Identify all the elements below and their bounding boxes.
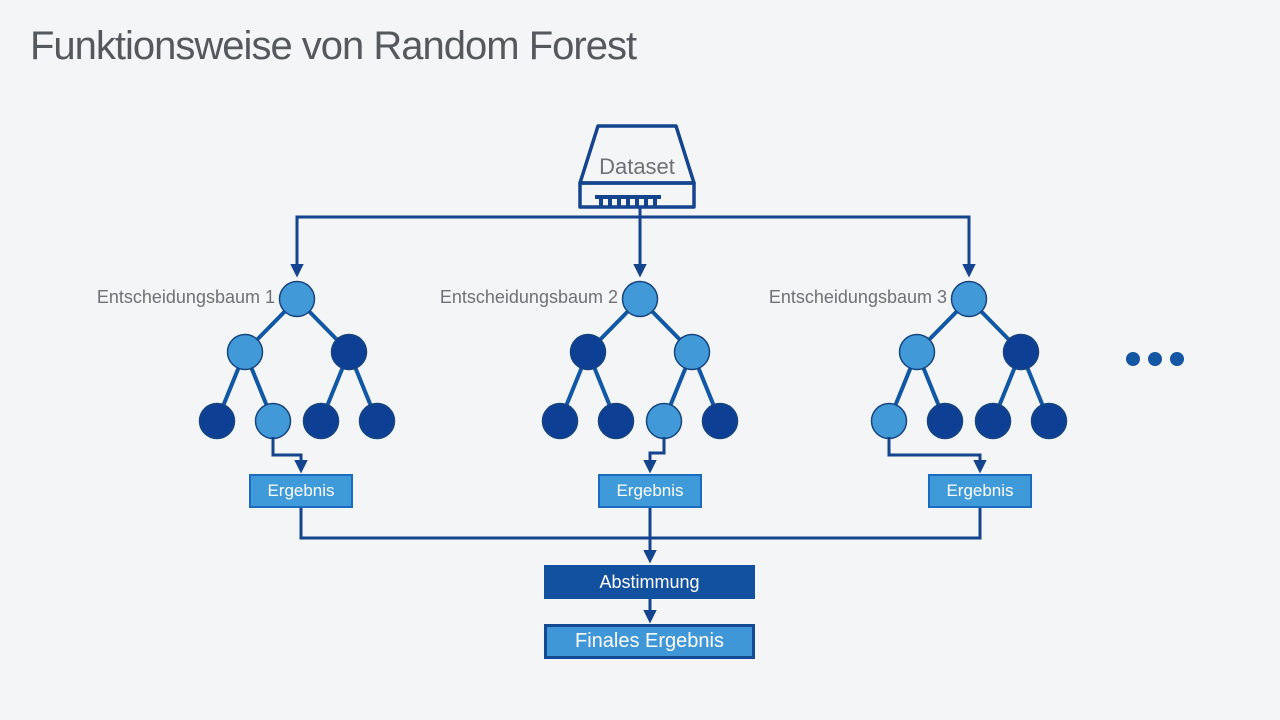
final-result-box: Finales Ergebnis	[544, 624, 755, 659]
dataset-disk-drive-icon	[578, 124, 696, 209]
tree-node	[926, 402, 964, 440]
page-title: Funktionsweise von Random Forest	[30, 24, 637, 68]
tree-node	[198, 402, 236, 440]
dataset-to-trees-arrows	[290, 207, 976, 278]
results-collector-arrows	[299, 508, 982, 624]
tree-node	[1030, 402, 1068, 440]
tree-node	[870, 402, 908, 440]
tree-node	[950, 280, 988, 318]
tree-node	[278, 280, 316, 318]
tree-2-label: Entscheidungsbaum 2	[439, 287, 618, 307]
tree-node	[541, 402, 579, 440]
tree-node	[569, 333, 607, 371]
tree-node	[226, 333, 264, 371]
tree-3-label: Entscheidungsbaum 3	[768, 287, 947, 307]
tree-node	[302, 402, 340, 440]
voting-box: Abstimmung	[544, 565, 755, 599]
tree-node	[254, 402, 292, 440]
tree-node	[621, 280, 659, 318]
tree-node	[645, 402, 683, 440]
dataset-label: Dataset	[599, 154, 675, 179]
result-box-1: Ergebnis	[249, 474, 353, 508]
connector-teeth	[595, 195, 661, 207]
decision-tree-1	[198, 280, 396, 440]
decision-tree-3	[870, 280, 1068, 440]
tree-node	[673, 333, 711, 371]
tree-node	[1002, 333, 1040, 371]
tree-node	[330, 333, 368, 371]
more-trees-ellipsis-icon	[1126, 352, 1184, 366]
tree-node	[597, 402, 635, 440]
tree-node	[358, 402, 396, 440]
tree-node	[898, 333, 936, 371]
tree-node	[974, 402, 1012, 440]
leaf-to-result-arrows	[271, 437, 987, 474]
tree-1-label: Entscheidungsbaum 1	[96, 287, 275, 307]
result-box-3: Ergebnis	[928, 474, 1032, 508]
result-box-2: Ergebnis	[598, 474, 702, 508]
decision-tree-2	[541, 280, 739, 440]
tree-node	[701, 402, 739, 440]
